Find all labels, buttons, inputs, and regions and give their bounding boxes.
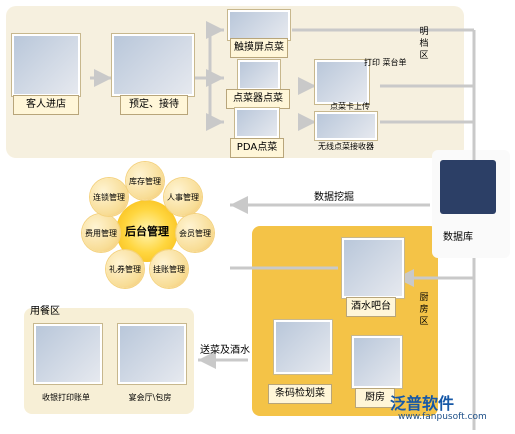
printer-label: 打印 菜台单 (364, 58, 407, 68)
chain-node: 连锁管理 (90, 178, 128, 216)
inventory-label: 库存管理 (129, 176, 161, 186)
touchscreen-label: 触摸屏点菜 (230, 38, 288, 58)
reception-photo (112, 34, 194, 96)
pda-photo (235, 108, 279, 138)
pda-label: PDA点菜 (230, 138, 284, 158)
credit-node: 挂账管理 (150, 250, 188, 288)
router-label: 无线点菜接收器 (318, 142, 374, 151)
touchscreen-photo (228, 10, 290, 40)
kitchen-zone-label: 厨房区 (419, 293, 429, 327)
card-upload-label: 点菜卡上传 (330, 102, 370, 111)
personnel-node: 人事管理 (164, 178, 202, 216)
guest-entry-photo (12, 34, 80, 96)
brand-site: www.fanpusoft.com (398, 412, 487, 422)
handheld-label: 点菜器点菜 (226, 89, 290, 109)
management-title: 后台管理 (125, 225, 169, 238)
bar-label: 酒水吧台 (346, 297, 396, 317)
barcode-label: 条码检划菜 (268, 384, 332, 404)
expense-label: 费用管理 (85, 228, 117, 238)
kitchen-photo (352, 336, 402, 388)
brand-name: 泛普软件 (390, 394, 455, 413)
chain-label: 连锁管理 (93, 192, 125, 202)
database-server-icon (440, 160, 496, 214)
personnel-label: 人事管理 (167, 192, 199, 202)
member-label: 会员管理 (179, 228, 211, 238)
inventory-node: 库存管理 (126, 162, 164, 200)
data-mining-label: 数据挖掘 (314, 192, 354, 203)
router-photo (315, 112, 377, 140)
cashier-photo (34, 324, 102, 384)
banquet-photo (118, 324, 186, 384)
management-hub: 后台管理 (116, 200, 178, 262)
database-label: 数据库 (443, 232, 473, 243)
guest-entry-label: 客人进店 (13, 95, 79, 115)
reception-label: 预定、接待 (120, 95, 188, 115)
credit-label: 挂账管理 (153, 264, 185, 274)
bar-photo (342, 238, 404, 298)
member-node: 会员管理 (176, 214, 214, 252)
printer-photo (315, 60, 369, 104)
expense-node: 费用管理 (82, 214, 120, 252)
kitchen-label: 厨房 (355, 388, 395, 408)
brand-logo: 泛普软件 (390, 390, 454, 414)
banquet-label: 宴会厅\包房 (128, 393, 172, 402)
coupon-label: 礼券管理 (109, 264, 141, 274)
cashier-label: 收银打印账单 (42, 393, 90, 402)
coupon-node: 礼券管理 (106, 250, 144, 288)
handheld-photo (238, 60, 280, 90)
barcode-photo (274, 320, 332, 374)
delivery-label: 送菜及酒水 (200, 345, 250, 356)
dining-zone-label: 用餐区 (30, 306, 60, 317)
open-kitchen-zone-label: 明档区 (419, 27, 429, 61)
